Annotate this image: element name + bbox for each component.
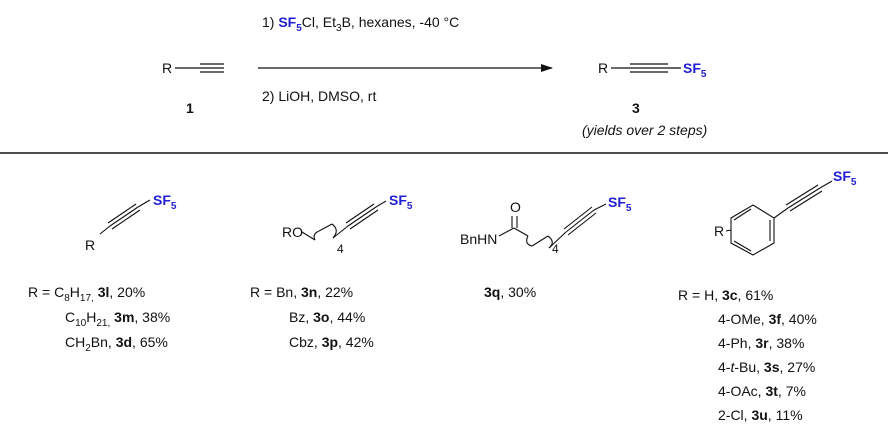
ether-entry-3: Cbz, 3p, 42% xyxy=(289,334,374,350)
ether-entry-2: Bz, 3o, 44% xyxy=(289,309,365,325)
amide-count: 4 xyxy=(552,242,559,256)
amide-entry-1: 3q, 30% xyxy=(484,284,536,300)
reactant-number: 1 xyxy=(186,100,194,116)
amide-oxygen-label: O xyxy=(510,199,521,215)
ether-count: 4 xyxy=(337,242,344,256)
condition-step-2: 2) LiOH, DMSO, rt xyxy=(262,88,376,104)
structure-alkyl-alkyne xyxy=(99,199,151,235)
condition-step-1: 1) SF5Cl, Et3B, hexanes, -40 °C xyxy=(262,14,459,34)
aryl-entry-6: 2-Cl, 3u, 11% xyxy=(718,407,803,423)
aryl-sf5-label: SF5 xyxy=(833,168,857,188)
alkyl-entry-2: C10H21, 3m, 38% xyxy=(65,309,170,329)
alkyl-entry-3: CH2Bn, 3d, 65% xyxy=(65,334,168,354)
alkyl-sf5-label: SF5 xyxy=(153,192,177,212)
structure-ether-alkyne xyxy=(301,200,387,241)
aryl-entry-4: 4-t-Bu, 3s, 27% xyxy=(718,359,815,375)
alkyl-r-label: R xyxy=(85,237,95,253)
yield-note: (yields over 2 steps) xyxy=(582,122,707,138)
aryl-entry-2: 4-OMe, 3f, 40% xyxy=(718,311,817,327)
product-sf5-label: SF5 xyxy=(683,60,707,80)
ether-sf5-label: SF5 xyxy=(389,192,413,212)
aryl-r-label: R xyxy=(714,223,724,239)
alkyl-entry-1: R = C8H17, 3l, 20% xyxy=(28,284,145,304)
structure-amide-alkyne xyxy=(498,203,607,249)
amide-nh-label: BnHN xyxy=(460,231,497,247)
reactant-alkyne-bond xyxy=(175,63,224,73)
product-r-label: R xyxy=(598,60,608,76)
product-alkyne-bond xyxy=(611,63,681,73)
amide-sf5-label: SF5 xyxy=(608,194,632,214)
ether-entry-1: R = Bn, 3n, 22% xyxy=(250,284,353,300)
aryl-entry-1: R = H, 3c, 61% xyxy=(678,287,773,303)
product-number: 3 xyxy=(632,100,640,116)
ether-ro-label: RO xyxy=(282,224,303,240)
aryl-entry-5: 4-OAc, 3t, 7% xyxy=(718,383,806,399)
aryl-entry-3: 4-Ph, 3r, 38% xyxy=(718,335,804,351)
reactant-r-label: R xyxy=(162,60,172,76)
structure-aryl-alkyne xyxy=(725,180,833,256)
